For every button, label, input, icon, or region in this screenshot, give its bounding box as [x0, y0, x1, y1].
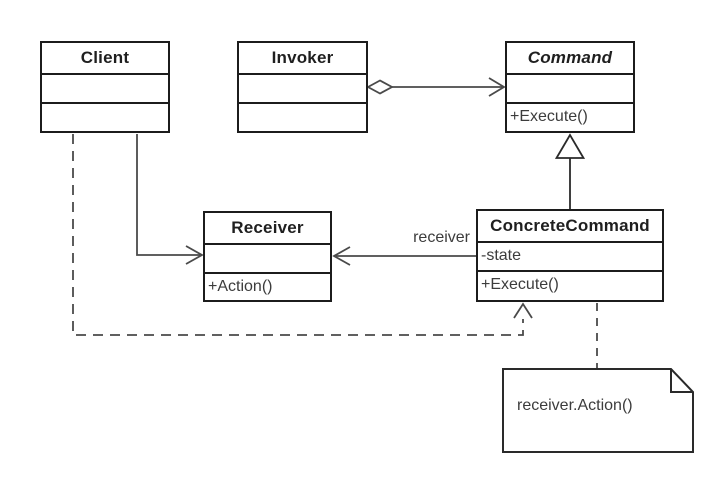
- class-command-name: Command: [527, 48, 613, 67]
- class-client-attributes: [42, 73, 168, 102]
- association-role-label: receiver: [413, 229, 470, 246]
- class-command-attributes: [507, 73, 633, 102]
- class-invoker: Invoker: [237, 41, 368, 133]
- class-receiver-attributes: [205, 243, 330, 272]
- class-invoker-methods: [239, 102, 366, 131]
- class-command-methods: +Execute(): [507, 102, 633, 131]
- aggregation-diamond-icon: [366, 79, 394, 95]
- class-receiver-methods: +Action(): [205, 272, 330, 300]
- class-invoker-name: Invoker: [271, 48, 334, 67]
- class-client: Client: [40, 41, 170, 133]
- association-concretecommand-receiver: [332, 246, 476, 266]
- open-arrowhead-icon: [332, 246, 351, 266]
- generalization-triangle-icon: [554, 133, 586, 159]
- note-text: receiver.Action(): [517, 397, 633, 414]
- class-concrete-command-name: ConcreteCommand: [490, 216, 650, 235]
- note-shape: [502, 368, 694, 453]
- class-concrete-command: ConcreteCommand -state +Execute(): [476, 209, 664, 302]
- class-receiver: Receiver +Action(): [203, 211, 332, 302]
- class-concrete-command-methods: +Execute(): [478, 270, 662, 300]
- class-concrete-command-attributes: -state: [478, 241, 662, 270]
- class-command: Command +Execute(): [505, 41, 635, 133]
- class-receiver-name: Receiver: [231, 218, 304, 237]
- open-arrowhead-icon: [513, 302, 533, 319]
- class-client-methods: [42, 102, 168, 131]
- aggregation-invoker-command: [366, 77, 506, 97]
- generalization-concretecommand-command: [554, 133, 586, 209]
- note-fold-icon: [670, 369, 693, 393]
- open-arrowhead-icon: [185, 245, 204, 265]
- association-client-receiver: [136, 134, 204, 265]
- class-invoker-attributes: [239, 73, 366, 102]
- class-client-name: Client: [80, 48, 130, 67]
- open-arrowhead-icon: [488, 77, 506, 97]
- dependency-client-concretecommand: [72, 134, 533, 336]
